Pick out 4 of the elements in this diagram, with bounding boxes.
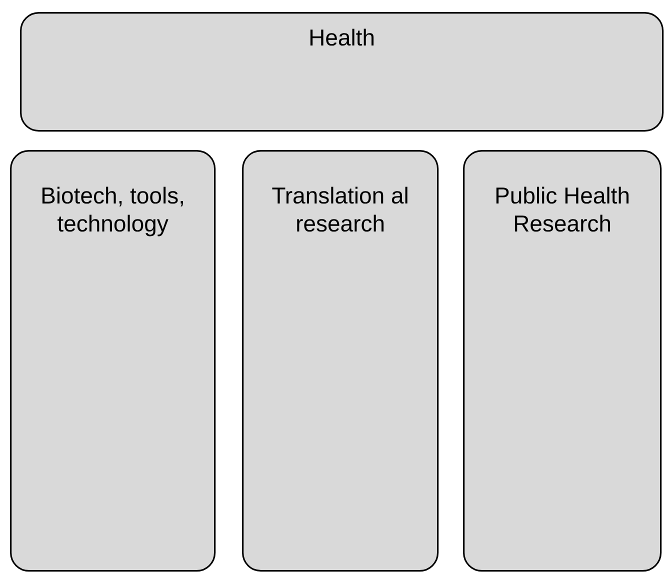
rounded-box: Biotech, tools, technology bbox=[10, 150, 216, 572]
rounded-box: Health bbox=[20, 12, 664, 132]
rounded-box: Public Health Research bbox=[463, 150, 662, 572]
rounded-box: Translation al research bbox=[242, 150, 439, 572]
